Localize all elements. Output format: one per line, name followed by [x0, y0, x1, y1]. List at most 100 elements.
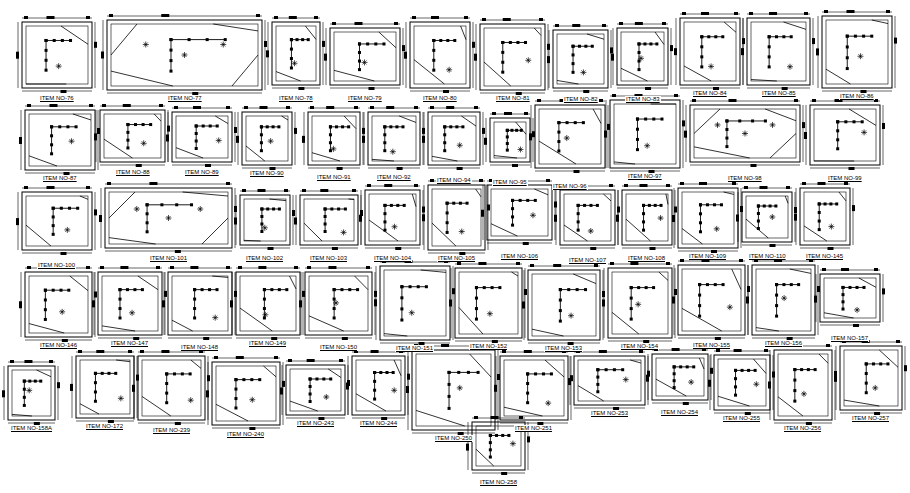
dim-tick	[272, 208, 275, 211]
dim-tick	[397, 167, 403, 170]
plate-line	[569, 314, 573, 318]
plate-line	[80, 404, 99, 414]
dim-tick	[768, 382, 771, 389]
plate-outline	[752, 265, 815, 335]
dim-tick	[672, 348, 680, 351]
dim-tick	[886, 362, 889, 365]
dim-tick	[230, 300, 233, 307]
dim-tick	[249, 427, 255, 430]
dim-tick	[640, 184, 648, 187]
dim-tick	[710, 368, 713, 374]
dim-tick	[567, 288, 570, 291]
dim-tick	[383, 220, 386, 223]
plate-inner	[276, 26, 316, 81]
plate-detail	[604, 94, 685, 173]
plate-outline	[610, 100, 680, 168]
plate-line	[8, 423, 55, 424]
dim-tick	[770, 244, 776, 247]
dim-tick	[769, 205, 772, 208]
dim-tick	[865, 382, 868, 385]
dim-tick	[812, 38, 815, 44]
dim-tick	[206, 38, 209, 41]
dim-tick	[234, 127, 237, 133]
plate-line	[560, 248, 615, 249]
dim-tick	[16, 52, 19, 59]
plate-line	[70, 276, 88, 291]
plate-detail	[299, 266, 377, 340]
dim-tick	[826, 344, 830, 347]
plate-line	[282, 116, 288, 120]
dim-tick	[645, 87, 651, 90]
dim-tick	[501, 434, 504, 437]
plate-line	[700, 284, 723, 285]
dim-tick	[50, 125, 53, 128]
dim-tick	[559, 320, 562, 323]
dim-tick	[732, 182, 736, 185]
dim-tick	[692, 365, 695, 368]
dim-tick	[578, 45, 581, 48]
plate-line	[22, 188, 92, 189]
plate-line	[608, 341, 672, 342]
plate-line	[709, 64, 713, 68]
item-label: ITEM NO-81	[495, 95, 531, 102]
plate-line	[480, 93, 545, 94]
plate-outline	[22, 22, 92, 88]
dim-tick	[206, 390, 209, 397]
dim-tick	[373, 371, 376, 374]
dim-tick	[599, 99, 603, 102]
plate-line	[300, 191, 358, 192]
plate-line	[53, 208, 77, 209]
dim-tick	[430, 106, 434, 109]
dim-tick	[602, 291, 605, 297]
dim-tick	[882, 123, 885, 129]
plate-line	[265, 20, 266, 90]
dim-tick	[793, 400, 796, 403]
dim-tick	[818, 202, 821, 205]
plate-line	[240, 308, 272, 331]
dim-tick	[526, 401, 529, 404]
plate-inner	[684, 22, 736, 81]
dim-tick	[99, 215, 102, 222]
dim-tick	[638, 42, 641, 45]
dim-tick	[114, 372, 117, 375]
plate-detail	[19, 266, 97, 342]
plate-line	[138, 352, 205, 353]
dim-tick	[700, 55, 703, 58]
plate-detail	[324, 22, 405, 90]
dim-tick	[782, 35, 785, 38]
plate-line	[57, 64, 61, 68]
plate-outline	[500, 356, 568, 420]
plate-line	[715, 227, 719, 231]
dim-tick	[684, 131, 687, 138]
dim-tick	[190, 203, 193, 206]
dim-tick	[673, 372, 676, 375]
dim-tick	[596, 390, 599, 393]
item-label: ITEM NO-95	[492, 179, 528, 186]
plate-inner	[240, 276, 296, 331]
dim-tick	[583, 204, 586, 207]
plate-line	[334, 301, 338, 305]
dim-tick	[610, 262, 614, 265]
plate-outline	[622, 190, 672, 245]
dim-tick	[383, 212, 386, 215]
plate-line	[52, 126, 77, 127]
plate-line	[597, 370, 598, 392]
plate-line	[765, 109, 796, 121]
item-label: ITEM NO-77	[167, 95, 203, 102]
plate-line	[700, 205, 701, 232]
dim-tick	[802, 122, 805, 128]
plate-detail	[834, 340, 907, 415]
plate-line	[559, 122, 584, 123]
dim-tick	[290, 66, 293, 69]
dim-tick	[572, 62, 575, 65]
dim-tick	[506, 135, 509, 138]
dim-tick	[126, 146, 129, 149]
dim-tick	[636, 128, 639, 131]
dim-tick	[474, 416, 478, 419]
dim-tick	[489, 456, 492, 459]
dim-tick	[61, 39, 64, 42]
plate-line	[714, 413, 770, 414]
dim-tick	[96, 350, 104, 353]
dim-tick	[638, 51, 641, 54]
dim-tick	[264, 41, 267, 47]
